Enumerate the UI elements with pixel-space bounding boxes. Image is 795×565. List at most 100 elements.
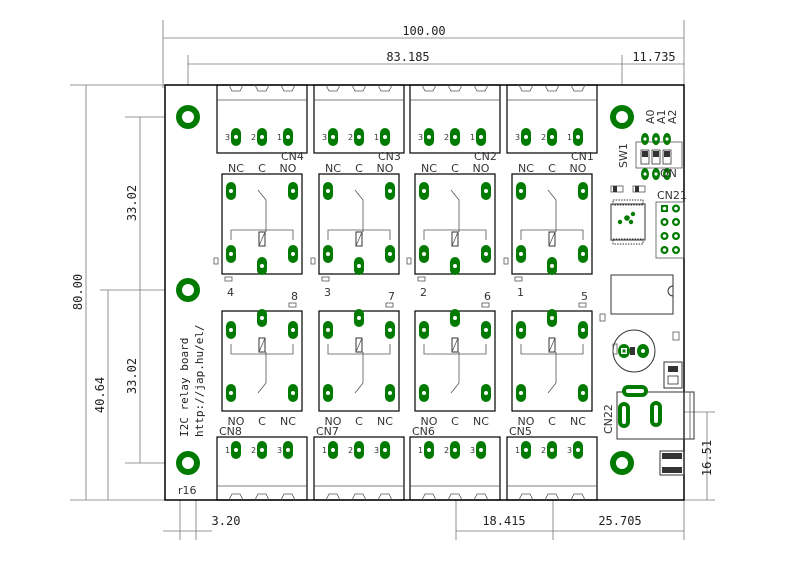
- connector-bottom-notch: [228, 493, 244, 501]
- relay-pad-nc: [226, 182, 236, 200]
- connector-bottom-pin: [521, 441, 531, 459]
- connector-bottom-pin: [257, 441, 267, 459]
- relay-pad-no: [419, 384, 429, 402]
- relay-pad-no: [226, 384, 236, 402]
- smd-led: [481, 302, 490, 308]
- connector-bottom-notch: [280, 493, 296, 501]
- relay-pad-nc-drill: [388, 391, 392, 395]
- switch-label-a1: A1: [655, 109, 668, 124]
- relay-pad-coil-a-drill: [229, 328, 233, 332]
- relay-coil-diag: [451, 231, 459, 247]
- relay-coil-wire: [423, 344, 487, 355]
- relay-pad-coil-b: [288, 321, 298, 339]
- relay-pad-no-drill: [388, 189, 392, 193]
- connector-bottom-pin-drill: [576, 448, 580, 452]
- relay-pad-coil-a: [419, 321, 429, 339]
- pin-number-top: 3: [515, 133, 520, 142]
- connector-bottom-notch: [570, 493, 586, 501]
- pin-number-top: 2: [348, 133, 353, 142]
- relay-pad-common: [547, 309, 557, 327]
- relay-pad-common: [450, 257, 460, 275]
- relay-coil-wire: [230, 344, 294, 355]
- contact-bottom-no: NO: [421, 415, 438, 428]
- pin-number-bottom: 2: [444, 446, 449, 455]
- pin-number-bottom: 3: [567, 446, 572, 455]
- dim-relay-span: 83.185: [386, 50, 429, 64]
- connector-top-pin-drill: [260, 135, 264, 139]
- electrolytic-capacitor: [612, 329, 656, 373]
- connector-top-label: CN4: [281, 150, 304, 163]
- smd-resistor: [406, 257, 412, 265]
- contact-bottom-nc: NC: [280, 415, 296, 428]
- connector-bottom-notch: [421, 493, 437, 501]
- relay-coil-diag: [548, 231, 556, 247]
- contact-bottom-no: NO: [325, 415, 342, 428]
- connector-top-notch: [447, 84, 463, 92]
- relay-pad-nc-drill: [422, 189, 426, 193]
- switch-on-label: ON: [660, 167, 677, 180]
- connector-bottom-pin: [573, 441, 583, 459]
- connector-bottom-body: [216, 436, 308, 501]
- pin-number-bottom: 1: [225, 446, 230, 455]
- relay-pad-no-drill: [326, 391, 330, 395]
- contact-bottom-nc: NC: [473, 415, 489, 428]
- contact-top-nc: NC: [518, 162, 534, 175]
- relay-pad-coil-a: [323, 245, 333, 263]
- relay-pad-coil-a: [419, 245, 429, 263]
- relay-number-left: 2: [420, 286, 427, 299]
- contact-top-no: NO: [473, 162, 490, 175]
- contact-bottom-c: C: [451, 415, 459, 428]
- relay-pad-coil-b: [578, 245, 588, 263]
- relay-switch-arm: [547, 189, 557, 201]
- connector-top-notch: [325, 84, 341, 92]
- dim-upper-pitch: 33.02: [125, 185, 139, 221]
- board-outline: [164, 84, 685, 501]
- contact-top-no: NO: [280, 162, 297, 175]
- relay-pad-common-drill: [357, 264, 361, 268]
- relay-pad-nc: [516, 182, 526, 200]
- relay-coil-diag: [451, 337, 459, 353]
- connector-bottom-pin: [547, 441, 557, 459]
- connector-top-label: CN2: [474, 150, 497, 163]
- relay-pad-common: [257, 309, 267, 327]
- pin-number-top: 1: [277, 133, 282, 142]
- contact-top-nc: NC: [421, 162, 437, 175]
- relay-pad-coil-b-drill: [291, 328, 295, 332]
- pin-number-top: 2: [541, 133, 546, 142]
- connector-top-pin: [257, 128, 267, 146]
- pin-number-bottom: 2: [348, 446, 353, 455]
- connector-top-label: CN1: [571, 150, 594, 163]
- dim-bottom-mid: 18.415: [482, 514, 525, 528]
- dim-right-small: 16.51: [700, 440, 714, 476]
- relay-coil-wire: [520, 229, 584, 240]
- connector-bottom-body: [313, 436, 405, 501]
- smd-resistor: [310, 257, 316, 265]
- cn22-power-jack: [616, 385, 695, 440]
- dim-bottom-left: 3.20: [212, 514, 241, 528]
- connector-top-pin-drill: [479, 135, 483, 139]
- relay-number-left: 3: [324, 286, 331, 299]
- relay-pad-common: [257, 257, 267, 275]
- connector-bottom-notch: [377, 493, 393, 501]
- contact-bottom-c: C: [548, 415, 556, 428]
- connector-bottom-pin-drill: [286, 448, 290, 452]
- cn21-header: [655, 201, 685, 259]
- diode: [663, 331, 683, 389]
- connector-top-pin-drill: [286, 135, 290, 139]
- connector-top-notch: [377, 84, 393, 92]
- relay-pad-coil-a: [226, 321, 236, 339]
- connector-bottom-pin-drill: [383, 448, 387, 452]
- connector-top-notch: [473, 84, 489, 92]
- relay-pad-coil-a-drill: [422, 252, 426, 256]
- relay-pad-common: [354, 257, 364, 275]
- contact-top-c: C: [451, 162, 459, 175]
- relay-pad-nc: [323, 182, 333, 200]
- connector-top-pin: [380, 128, 390, 146]
- dip-switch: [635, 133, 683, 180]
- connector-top-notch: [254, 84, 270, 92]
